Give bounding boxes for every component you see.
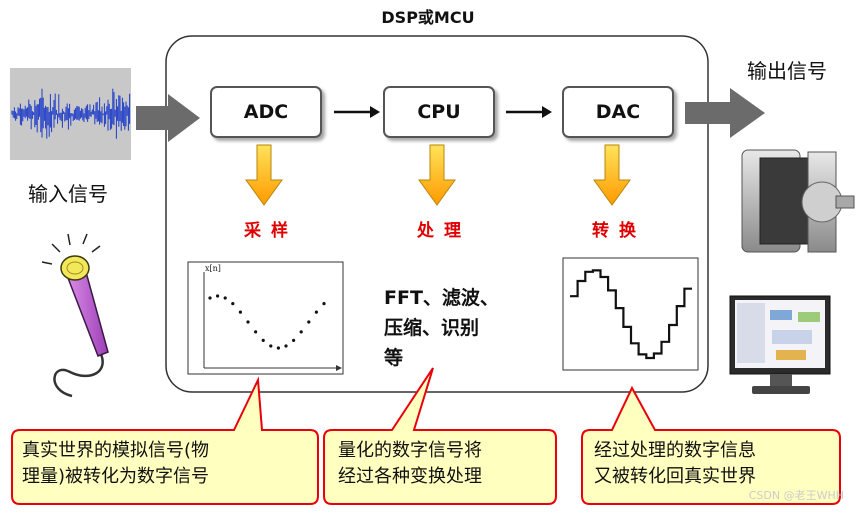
callout-line: 又被转化回真实世界 (594, 466, 756, 487)
stage-label-conversion: 转换 (592, 221, 646, 241)
callout-text-3: 经过处理的数字信息 又被转化回真实世界 (594, 438, 756, 490)
sample-dot (238, 310, 242, 314)
sample-dot (292, 338, 296, 342)
stage-label-sampling: 采样 (244, 221, 298, 241)
processing-arrow (418, 144, 456, 206)
input-signal-label: 输入信号 (28, 182, 108, 206)
microphone-icon (41, 233, 109, 398)
callout-bubble-2 (323, 367, 557, 505)
sample-dot (314, 310, 318, 314)
callout-bubble-1 (11, 376, 319, 505)
sampled-signal-plot (187, 261, 344, 375)
sample-plot-axis-label: x[n] (205, 264, 221, 273)
processing-line: FFT、滤波、 (384, 287, 499, 309)
sample-dot (307, 320, 311, 324)
output-arrow (685, 88, 765, 138)
processing-line: 压缩、识别 (384, 317, 480, 339)
sample-dot (254, 330, 258, 334)
input-arrow (136, 94, 200, 142)
sample-dot (299, 330, 303, 334)
processing-line: 等 (384, 347, 404, 369)
adc-to-cpu-arrow (334, 106, 380, 118)
stage-label-processing: 处理 (417, 221, 471, 241)
callout-line: 经过处理的数字信息 (594, 440, 756, 461)
monitor-image (729, 295, 831, 394)
dac-block: DAC (562, 86, 674, 138)
callout-line: 真实世界的模拟信号(物 (22, 440, 210, 461)
callout-text-1: 真实世界的模拟信号(物 理量)被转化为数字信号 (22, 438, 209, 490)
cpu-block: CPU (383, 86, 495, 138)
sample-dot (208, 296, 212, 300)
sample-dot (269, 344, 273, 348)
diagram-title: DSP或MCU (381, 8, 475, 27)
watermark: CSDN @老王WHH (748, 489, 844, 502)
sample-dot (223, 296, 227, 300)
staircase-signal-plot (562, 257, 699, 371)
sample-dot (322, 302, 326, 306)
sample-dot (284, 344, 288, 348)
sample-dot (231, 302, 235, 306)
sample-dot (246, 320, 250, 324)
sample-dot (261, 338, 265, 342)
cpu-to-dac-arrow (506, 106, 552, 118)
adc-block: ADC (210, 86, 322, 138)
sample-dot (276, 346, 280, 350)
callout-line: 经过各种变换处理 (338, 466, 482, 487)
motor-image (741, 149, 855, 253)
callout-line: 理量)被转化为数字信号 (22, 466, 210, 487)
sampling-arrow (245, 144, 283, 206)
callout-text-2: 量化的数字信号将 经过各种变换处理 (338, 438, 482, 490)
output-signal-label: 输出信号 (747, 59, 827, 83)
processing-description: FFT、滤波、 压缩、识别 等 (384, 283, 534, 373)
callout-bubble-3 (581, 385, 841, 505)
conversion-arrow (593, 144, 631, 206)
sample-dot (216, 294, 220, 298)
callout-line: 量化的数字信号将 (338, 440, 482, 461)
input-waveform-image (10, 68, 131, 160)
